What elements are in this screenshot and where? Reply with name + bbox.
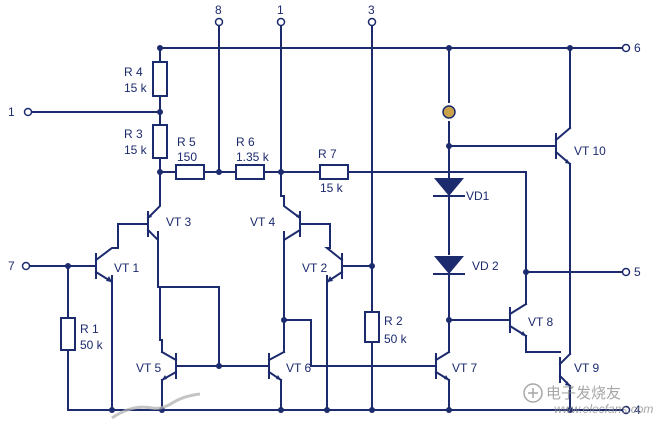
transistor-vt5 [160, 350, 178, 382]
junctions [65, 45, 573, 413]
resistor-r5 [175, 164, 205, 180]
pin-label-7: 7 [8, 259, 15, 273]
transistor-vt7 [434, 350, 451, 382]
r5-name: R 5 [177, 135, 196, 149]
resistor-r6 [235, 164, 265, 180]
resistor-r1 [60, 317, 76, 351]
r2-name: R 2 [384, 314, 403, 328]
watermark: 电子发烧友 www.elecfans.com [111, 383, 653, 420]
terminal-1-top [276, 17, 286, 27]
terminal-7 [21, 261, 31, 271]
vd2-label: VD 2 [472, 259, 499, 273]
vt2-label: VT 2 [302, 261, 327, 275]
terminal-5 [621, 267, 631, 277]
transistor-vt10 [554, 126, 572, 166]
watermark-logo-icon [523, 383, 543, 403]
vt10-label: VT 10 [574, 144, 606, 158]
watermark-swoosh [111, 392, 201, 420]
vt1-label: VT 1 [114, 261, 139, 275]
vd1-label: VD1 [466, 189, 490, 203]
terminal-1-left [23, 107, 33, 117]
resistor-r4 [152, 61, 168, 97]
transistor-vt3 [146, 195, 161, 243]
transistor-vt2 [324, 247, 344, 284]
pin-label-8: 8 [215, 3, 222, 17]
resistor-r2 [364, 311, 380, 343]
vt3-label: VT 3 [166, 215, 191, 229]
terminal-6 [621, 43, 631, 53]
r3-value: 15 k [124, 143, 148, 157]
r4-value: 15 k [124, 81, 148, 95]
terminal-8 [214, 17, 224, 27]
transistor-vt4 [280, 195, 302, 242]
r7-name: R 7 [318, 147, 337, 161]
r3-name: R 3 [124, 127, 143, 141]
wires [29, 21, 623, 411]
vt5-label: VT 5 [136, 361, 161, 375]
watermark-brand: 电子发烧友 [546, 385, 621, 402]
vt7-label: VT 7 [452, 361, 477, 375]
transistor-vt8 [508, 302, 528, 338]
terminal-4 [621, 405, 631, 415]
diode-vd2 [433, 256, 465, 275]
pin-label-6: 6 [634, 41, 641, 55]
watermark-url: www.elecfans.com [554, 402, 653, 416]
resistor-r7 [319, 164, 349, 180]
terminals [21, 17, 631, 415]
vt8-label: VT 8 [528, 315, 553, 329]
pin-label-1-left: 1 [8, 105, 15, 119]
transistor-vt1 [94, 247, 119, 284]
transistor-vt9 [558, 352, 572, 388]
vt9-label: VT 9 [574, 361, 599, 375]
transistor-vt6 [267, 350, 286, 382]
r7-value: 15 k [320, 181, 344, 195]
r1-value: 50 k [80, 338, 104, 352]
resistor-r3 [152, 124, 168, 159]
vt6-label: VT 6 [286, 361, 311, 375]
terminal-3 [367, 17, 377, 27]
r1-name: R 1 [80, 322, 99, 336]
node-marker [442, 105, 456, 119]
r2-value: 50 k [384, 332, 408, 346]
diode-vd1 [433, 178, 465, 197]
pin-label-1-top: 1 [277, 3, 284, 17]
r5-value: 150 [177, 150, 197, 164]
vt4-label: VT 4 [250, 215, 275, 229]
r6-value: 1.35 k [236, 150, 270, 164]
pin-label-3: 3 [368, 3, 375, 17]
pin-label-5: 5 [634, 265, 641, 279]
r4-name: R 4 [124, 65, 143, 79]
r6-name: R 6 [236, 135, 255, 149]
pin-label-4: 4 [634, 403, 641, 417]
